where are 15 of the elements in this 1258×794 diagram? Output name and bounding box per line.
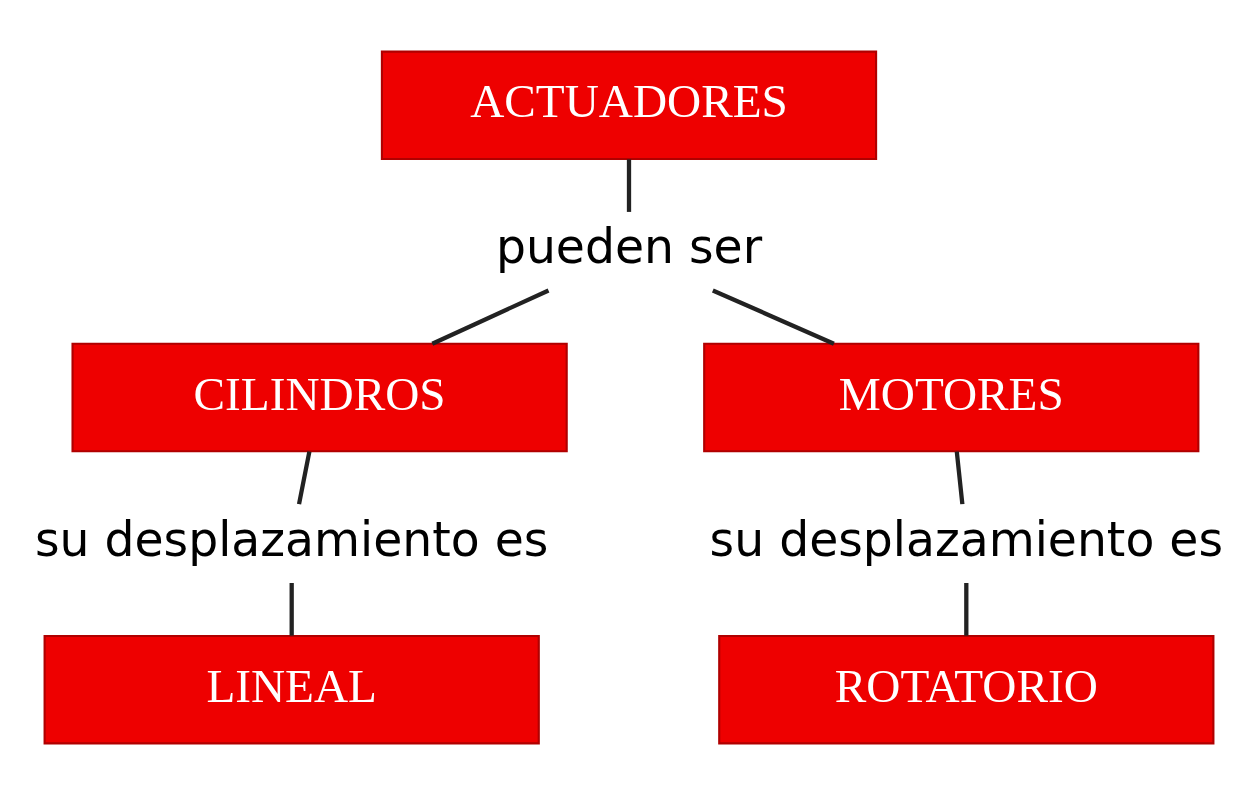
connector — [711, 287, 835, 346]
node-box: LINEAL — [43, 634, 540, 744]
connector — [289, 582, 294, 636]
connector — [964, 582, 969, 636]
connector — [431, 288, 550, 346]
node-text: pueden ser — [495, 218, 763, 274]
node-box: ACTUADORES — [380, 50, 878, 160]
connector — [626, 158, 632, 212]
node-box: CILINDROS — [71, 342, 568, 452]
node-box: MOTORES — [703, 342, 1200, 452]
node-text: su desplazamiento es — [709, 511, 1224, 567]
node-text: su desplazamiento es — [34, 511, 549, 567]
connector — [954, 450, 965, 504]
node-box: ROTATORIO — [718, 634, 1215, 744]
connector — [296, 450, 312, 505]
